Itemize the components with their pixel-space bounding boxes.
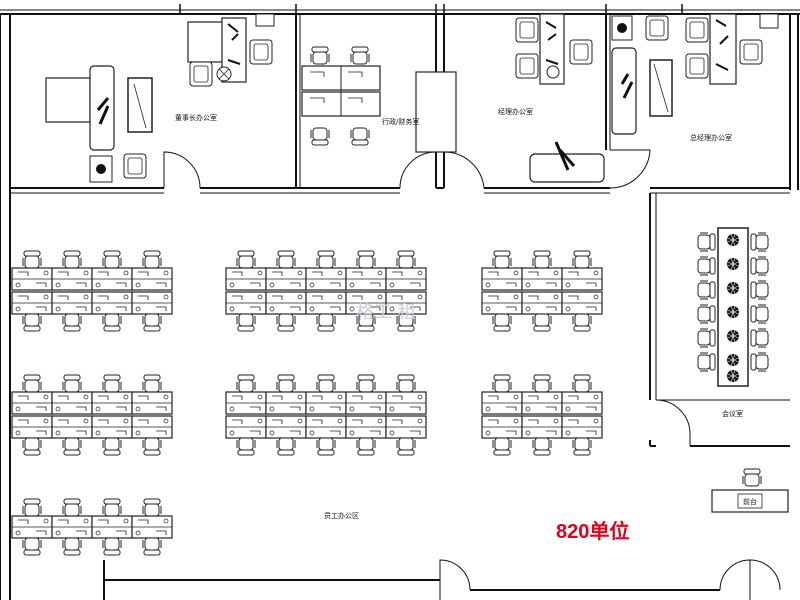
admin-finance-furniture: 行政/财务室	[301, 46, 457, 153]
gm-office-furniture: 总经理办公室	[611, 13, 779, 142]
room-label-chairman-office: 董事长办公室	[175, 113, 217, 122]
unit-label: 820单位	[556, 519, 629, 543]
meeting-room-furniture: 会议室	[697, 227, 769, 418]
chairman-office-furniture: 董事长办公室	[45, 13, 275, 183]
manager-office-furniture: 经理办公室	[498, 13, 633, 183]
window-ticks	[179, 4, 683, 14]
room-label-gm-office: 总经理办公室	[690, 133, 732, 142]
room-label-meeting-room: 会议室	[722, 409, 743, 418]
workstation-bank	[481, 250, 603, 332]
workstation-bank	[11, 498, 173, 556]
workstation-bank	[481, 374, 603, 456]
watermark-text: 格工 租	[356, 302, 416, 323]
workstation-bank	[11, 250, 173, 332]
outer-walls	[0, 9, 800, 600]
doors	[163, 149, 781, 600]
room-label-staff-area: 员工办公区	[324, 511, 359, 520]
room-label-manager-office: 经理办公室	[498, 107, 533, 116]
workstation-bank	[225, 374, 427, 456]
workstation-bank	[11, 374, 173, 456]
office-walls	[10, 14, 790, 447]
staff-workstations	[11, 250, 603, 556]
room-label-admin-finance: 行政/财务室	[382, 117, 419, 126]
reception-furniture: 前台	[711, 468, 789, 513]
room-label-reception: 前台	[743, 497, 757, 506]
